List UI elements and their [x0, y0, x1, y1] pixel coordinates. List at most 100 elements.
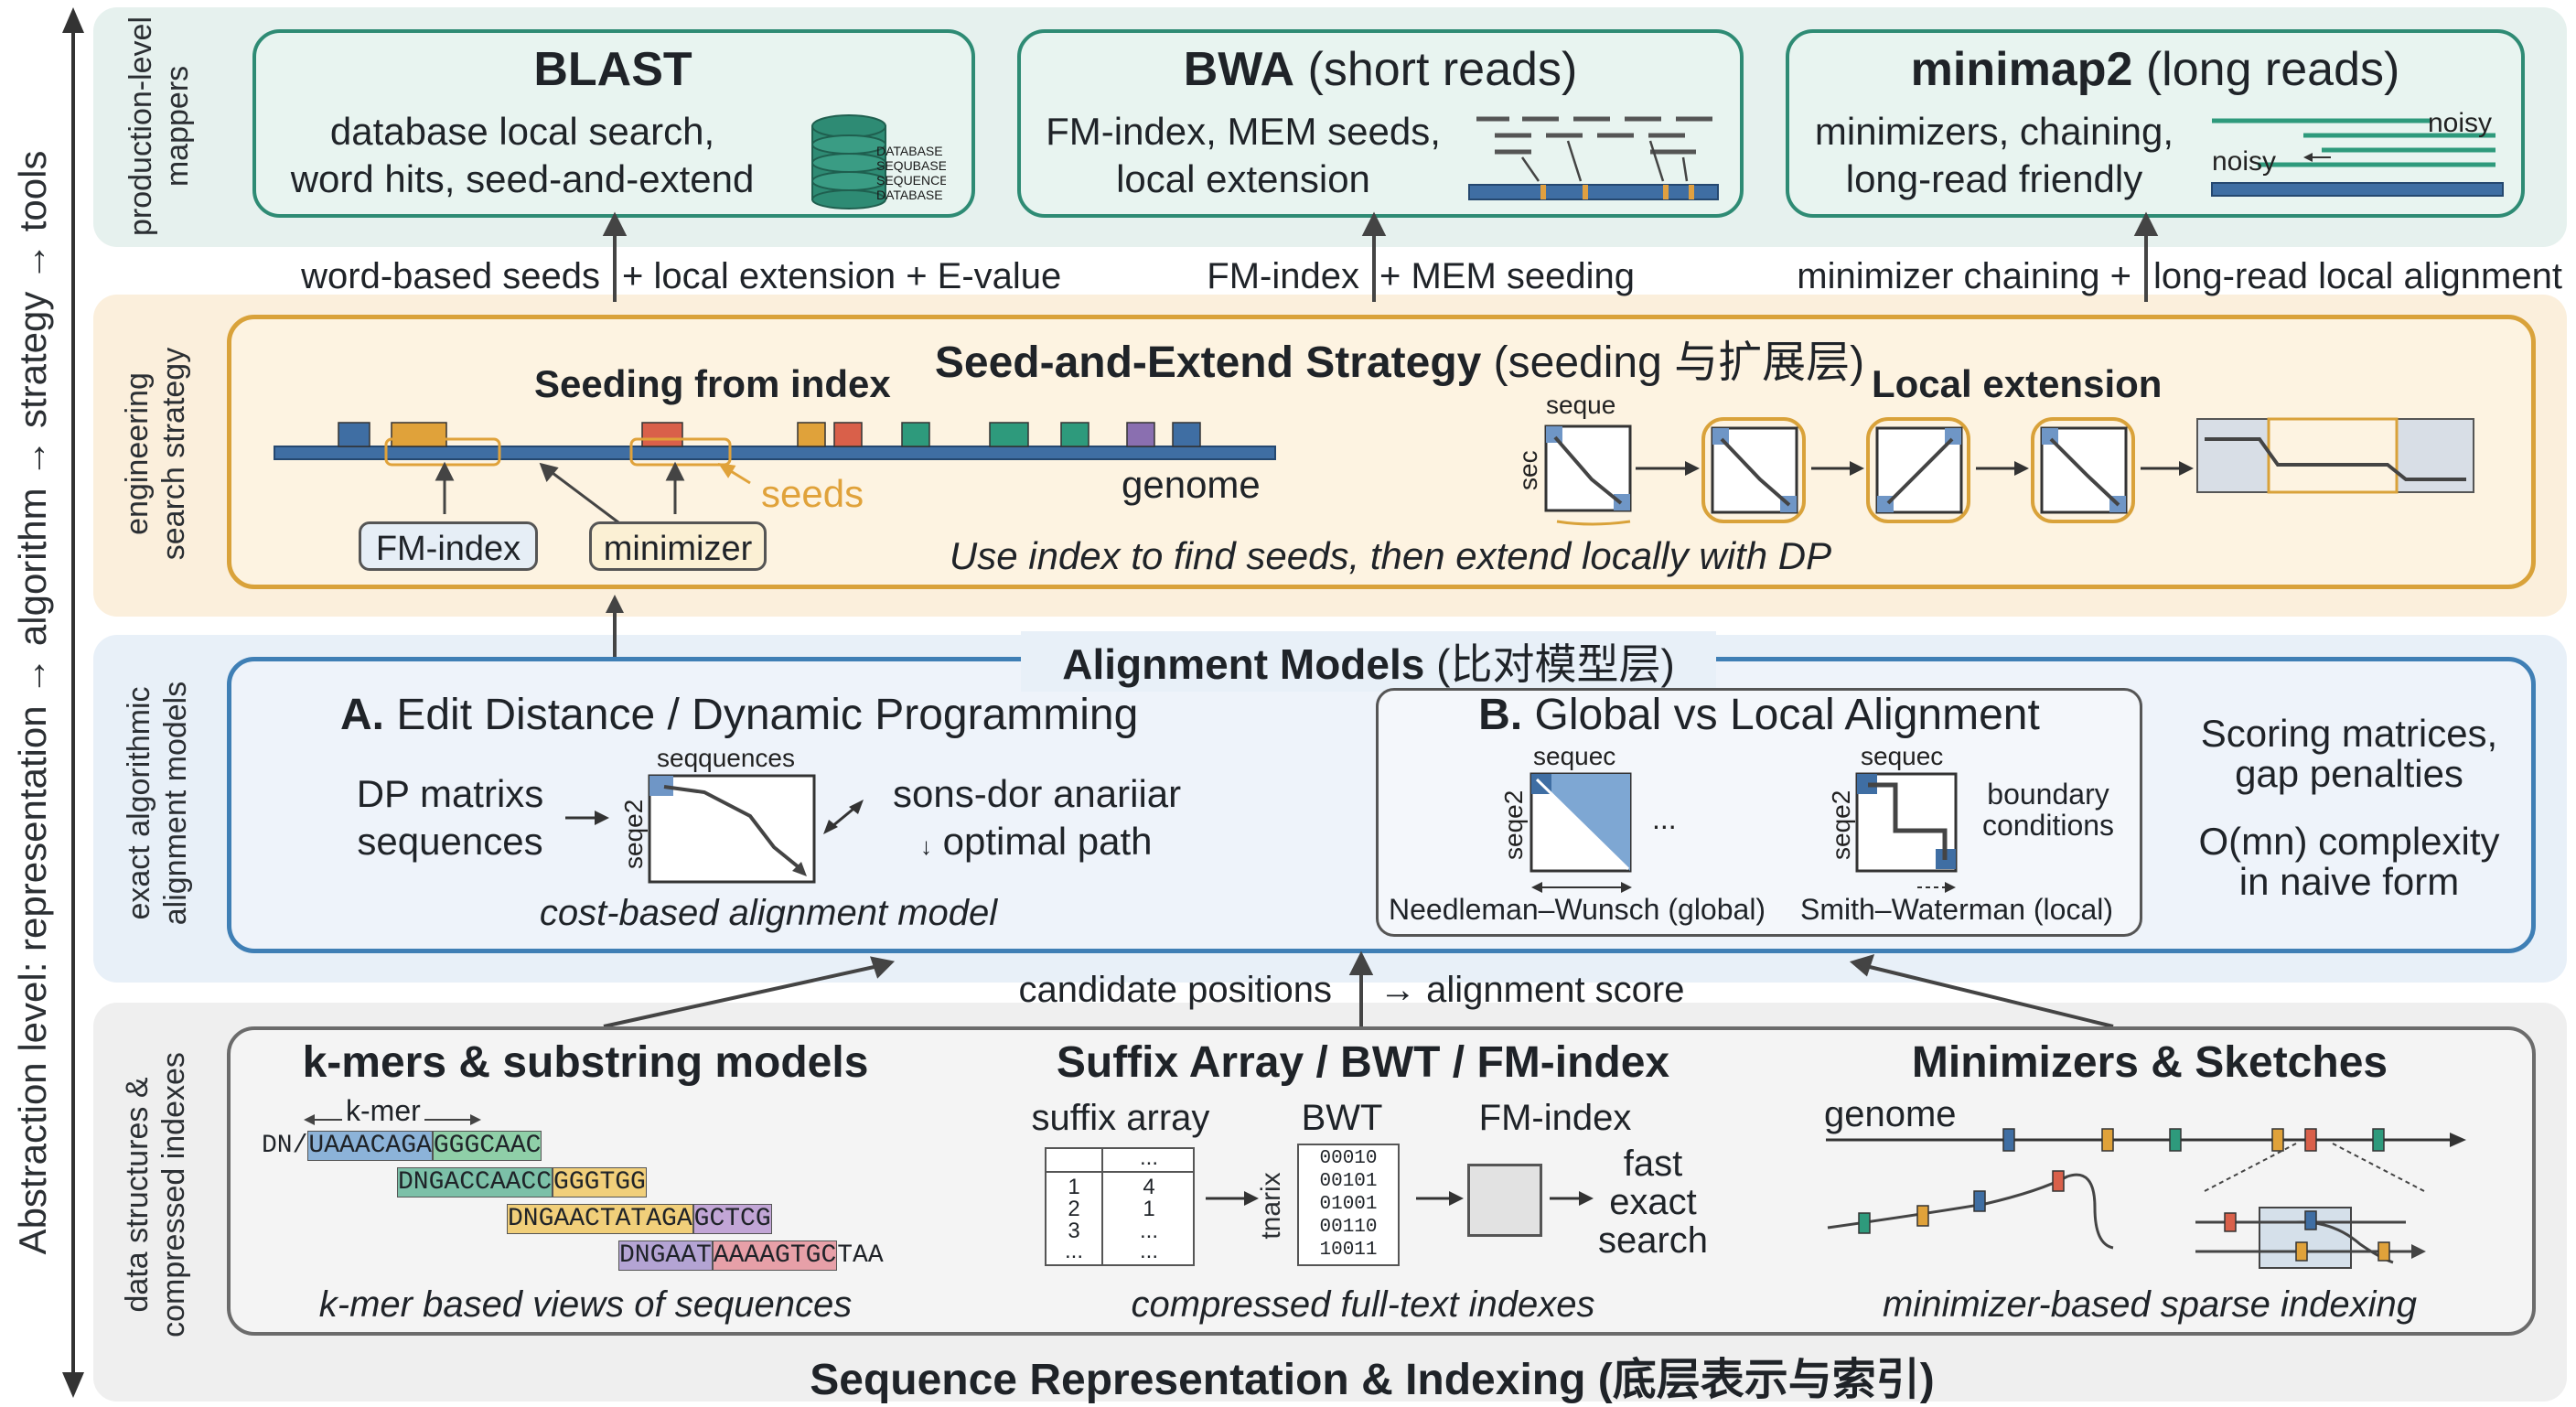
minimap2-title: minimap2	[1910, 43, 2133, 96]
alignment-score-label: → alignment score	[1379, 970, 1685, 1010]
fast-search-1: fast	[1623, 1144, 1683, 1184]
layer-label-models: exact algorithmic alignment models	[122, 681, 193, 926]
kmer-row-4-suffix: TAA	[837, 1241, 884, 1270]
kmers-title: k-mers & substring models	[302, 1038, 869, 1087]
scoring-line2: gap penalties	[2235, 752, 2463, 795]
minimap2-line1: minimizers, chaining,	[1814, 110, 2174, 153]
tool-connector-arrows	[602, 211, 2159, 302]
bottom-title: Sequence Representation & Indexing	[810, 1356, 1586, 1404]
model-a-down-arrow-icon: ↓	[920, 832, 932, 860]
mini-title: Minimizers & Sketches	[1911, 1038, 2388, 1087]
model-a-title-row: A. Edit Distance / Dynamic Programming	[340, 690, 1138, 740]
seeding-genome-illustration	[274, 422, 1276, 527]
ext-matrix-top-label: seque	[1546, 392, 1615, 419]
noisy-top-label: noisy	[2428, 108, 2492, 138]
kmer-row-4-seq: DNGAAT	[618, 1241, 713, 1271]
strategy-title-row: Seed-and-Extend Strategy (seeding 与扩展层)	[805, 326, 1994, 390]
candidate-positions-label: candidate positions	[1018, 970, 1332, 1010]
models-title-cn: (比对模型层)	[1436, 640, 1675, 688]
models-to-strategy-arrow	[606, 595, 624, 659]
abstraction-axis-label: Abstraction level: representation → algo…	[11, 150, 54, 1255]
bottom-title-cn: (底层表示与索引)	[1597, 1356, 1935, 1404]
sa-title: Suffix Array / BWT / FM-index	[1056, 1038, 1670, 1087]
bwt-row-5: 10011	[1319, 1240, 1378, 1261]
blast-line2: word hits, seed-and-extend	[290, 157, 755, 200]
bwa-title: BWA	[1183, 43, 1295, 96]
needleman-wunsch-label: Needleman–Wunsch (global)	[1389, 893, 1766, 926]
database-icon-text: SEQUENCE	[876, 173, 946, 188]
scoring-line1: Scoring matrices,	[2200, 712, 2498, 755]
fm-index-label: FM-index	[1478, 1098, 1632, 1138]
seeds-label: seeds	[761, 472, 864, 515]
model-b-letter: B.	[1478, 691, 1523, 739]
bwt-row-3: 01001	[1319, 1194, 1378, 1215]
complexity-line1: O(mn) complexity	[2198, 820, 2500, 863]
strategy-caption: Use index to find seeds, then extend loc…	[949, 534, 1832, 577]
dp-matrix-side-label: seqe2	[619, 800, 648, 869]
minimap2-subtitle: (long reads)	[2145, 43, 2400, 96]
kmer-row-3: DNGAACTATAGAGCTCG	[507, 1202, 772, 1237]
kmers-caption: k-mer based views of sequences	[318, 1284, 853, 1325]
database-icon-text: SEQUBASE	[876, 158, 946, 173]
model-a-left2: sequences	[357, 820, 543, 863]
boundary-text-2: conditions	[1981, 809, 2115, 842]
complexity-line2: in naive form	[2238, 860, 2460, 903]
blast-title: BLAST	[533, 43, 692, 96]
kmer-row-3-tail: GCTCG	[692, 1204, 772, 1234]
blast-connector-left: word-based seeds	[301, 256, 600, 296]
fast-search-2: exact	[1609, 1182, 1697, 1222]
fm-index-chip: FM-index	[359, 521, 538, 571]
bwa-line1: FM-index, MEM seeds,	[1046, 110, 1441, 153]
model-a-right2: optimal path	[942, 820, 1153, 863]
model-a-title: Edit Distance / Dynamic Programming	[396, 691, 1139, 739]
model-b-card	[1376, 688, 2142, 937]
extension-title: Local extension	[1872, 362, 2163, 405]
mm2-connector-right: long-read local alignment	[2153, 256, 2562, 296]
nw-dots: ...	[1652, 802, 1677, 835]
model-a-caption: cost-based alignment model	[539, 893, 998, 933]
sw-side-label: seqe2	[1827, 790, 1855, 860]
kmer-row-4-tail: AAAAGTGC	[712, 1241, 838, 1271]
bwa-title-row: BWA (short reads)	[1017, 42, 1744, 97]
local-extension-illustration: seque sec	[1514, 392, 2474, 526]
mini-genome-label: genome	[1824, 1094, 1957, 1134]
database-icon: DATABASE SEQUBASE SEQUENCE DATABASE	[811, 114, 946, 209]
kmer-row-1-seq: UAAACAGA	[307, 1131, 433, 1161]
layer-label-tools: production-level mappers	[123, 16, 195, 237]
strategy-title-cn: (seeding 与扩展层)	[1493, 338, 1865, 387]
models-title-row: Alignment Models (比对模型层)	[1021, 631, 1716, 692]
sa-r2-a: 2	[1068, 1197, 1080, 1221]
global-local-illustration: sequec seqe2 ... sequec seqe2	[1499, 742, 1958, 893]
fm-to-search-arrow	[1550, 1191, 1594, 1206]
kmer-row-2-seq: DNGACCAACC	[397, 1167, 553, 1198]
boundary-text-1: boundary	[1987, 778, 2109, 811]
mini-caption: minimizer-based sparse indexing	[1883, 1284, 2417, 1325]
fast-search-3: search	[1597, 1220, 1709, 1261]
layer-label-structures: data structures & compressed indexes	[120, 1052, 191, 1337]
model-a-right2-row: ↓ optimal path	[920, 818, 1152, 870]
kmer-row-3-seq: DNGAACTATAGA	[507, 1204, 693, 1234]
bwa-subtitle: (short reads)	[1307, 43, 1578, 96]
suffix-array-table: ... 1 4 2 1 3 ... ... ...	[1045, 1147, 1195, 1266]
noisy-bottom-label: noisy	[2212, 146, 2276, 177]
dp-matrix-illustration: seqquences seqe2	[565, 744, 864, 884]
sa-r2-b: 1	[1143, 1197, 1155, 1221]
model-b-title: Global vs Local Alignment	[1534, 691, 2040, 739]
sa-r4-a: ...	[1064, 1239, 1083, 1263]
bwt-row-4: 00110	[1319, 1217, 1378, 1238]
sa-arrows	[1206, 1191, 1464, 1206]
sa-r1-a: 1	[1068, 1175, 1080, 1199]
bwt-row-2: 00101	[1319, 1171, 1378, 1192]
long-reads-illustration: noisy noisy	[2211, 108, 2504, 197]
kmer-label: k-mer	[342, 1094, 424, 1128]
database-icon-text: DATABASE	[876, 188, 943, 202]
model-b-title-row: B. Global vs Local Alignment	[1376, 690, 2142, 740]
model-a-right1: sons-dor anariiar	[893, 772, 1182, 815]
structures-to-models-arrows	[603, 951, 2114, 1028]
bottom-title-row: Sequence Representation & Indexing (底层表示…	[549, 1343, 2195, 1407]
suffix-array-label: suffix array	[1031, 1098, 1210, 1138]
strategy-title: Seed-and-Extend Strategy	[934, 338, 1482, 387]
seeding-title: Seeding from index	[534, 362, 891, 405]
dp-matrix-top-label: seqquences	[657, 744, 795, 772]
bwa-connector-right: + MEM seeding	[1379, 256, 1636, 296]
